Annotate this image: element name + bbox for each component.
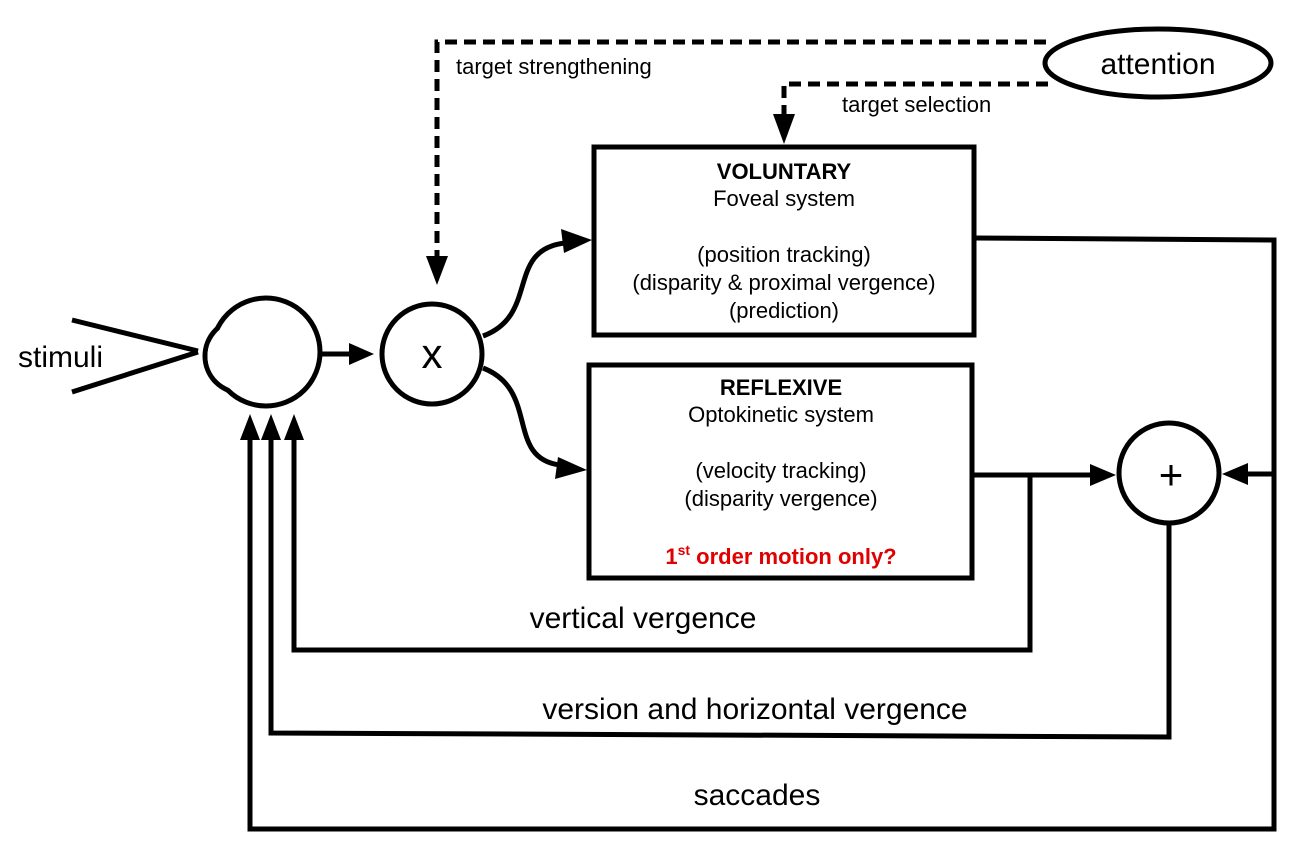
saccades-label: saccades: [694, 779, 821, 812]
arrowhead-reflexive-to-summer: [1090, 464, 1116, 486]
arrowhead-into-summer: [1222, 463, 1248, 485]
version-horizontal-vergence-label: version and horizontal vergence: [542, 693, 967, 726]
voluntary-line-3: (prediction): [729, 298, 839, 323]
reflexive-subtitle: Optokinetic system: [688, 402, 874, 427]
voluntary-line-1: (position tracking): [697, 242, 871, 267]
arrowhead-target-selection: [773, 114, 795, 144]
stimuli-cone: [71, 317, 199, 395]
reflexive-box: [586, 362, 975, 581]
voluntary-line-2: (disparity & proximal vergence): [632, 270, 935, 295]
curve-to-reflexive: [482, 365, 561, 468]
reflexive-title: REFLEXIVE: [720, 375, 842, 400]
stimuli-label: stimuli: [18, 341, 103, 374]
arrowhead-to-reflexive: [555, 457, 587, 479]
arrowhead-eye-to-multiplier: [349, 343, 374, 365]
eye-icon: [202, 295, 323, 409]
target-selection-line: [781, 81, 1048, 116]
attention-node: [1042, 26, 1274, 100]
reflexive-note-sup: st: [678, 542, 691, 558]
target-strengthening-line: [434, 39, 1046, 258]
target-strengthening-label: target strengthening: [456, 54, 652, 79]
target-selection-label: target selection: [842, 92, 991, 117]
multiplier-symbol: x: [422, 330, 443, 377]
summer-symbol: +: [1159, 451, 1184, 498]
voluntary-box: [591, 144, 977, 338]
voluntary-subtitle: Foveal system: [713, 186, 855, 211]
voluntary-title: VOLUNTARY: [717, 159, 852, 184]
voluntary-output-line: [247, 235, 1277, 832]
arrowhead-target-strengthening: [426, 256, 448, 285]
multiplier-node: [379, 301, 485, 407]
attention-label: attention: [1100, 48, 1215, 81]
reflexive-note-suffix: order motion only?: [690, 544, 897, 569]
reflexive-line-2: (disparity vergence): [684, 486, 877, 511]
arrowhead-vertical: [284, 414, 304, 440]
arrowhead-version: [261, 414, 281, 440]
version-horizontal-feedback: [268, 436, 1172, 740]
curve-to-voluntary: [482, 240, 566, 339]
reflexive-note-prefix: 1: [665, 544, 677, 569]
reflexive-line-1: (velocity tracking): [695, 458, 866, 483]
arrowhead-saccades: [240, 414, 260, 440]
vertical-vergence-label: vertical vergence: [530, 602, 757, 635]
reflexive-note: 1st order motion only?: [665, 542, 896, 569]
arrowhead-to-voluntary: [561, 229, 592, 253]
vertical-vergence-feedback: [291, 436, 1033, 653]
